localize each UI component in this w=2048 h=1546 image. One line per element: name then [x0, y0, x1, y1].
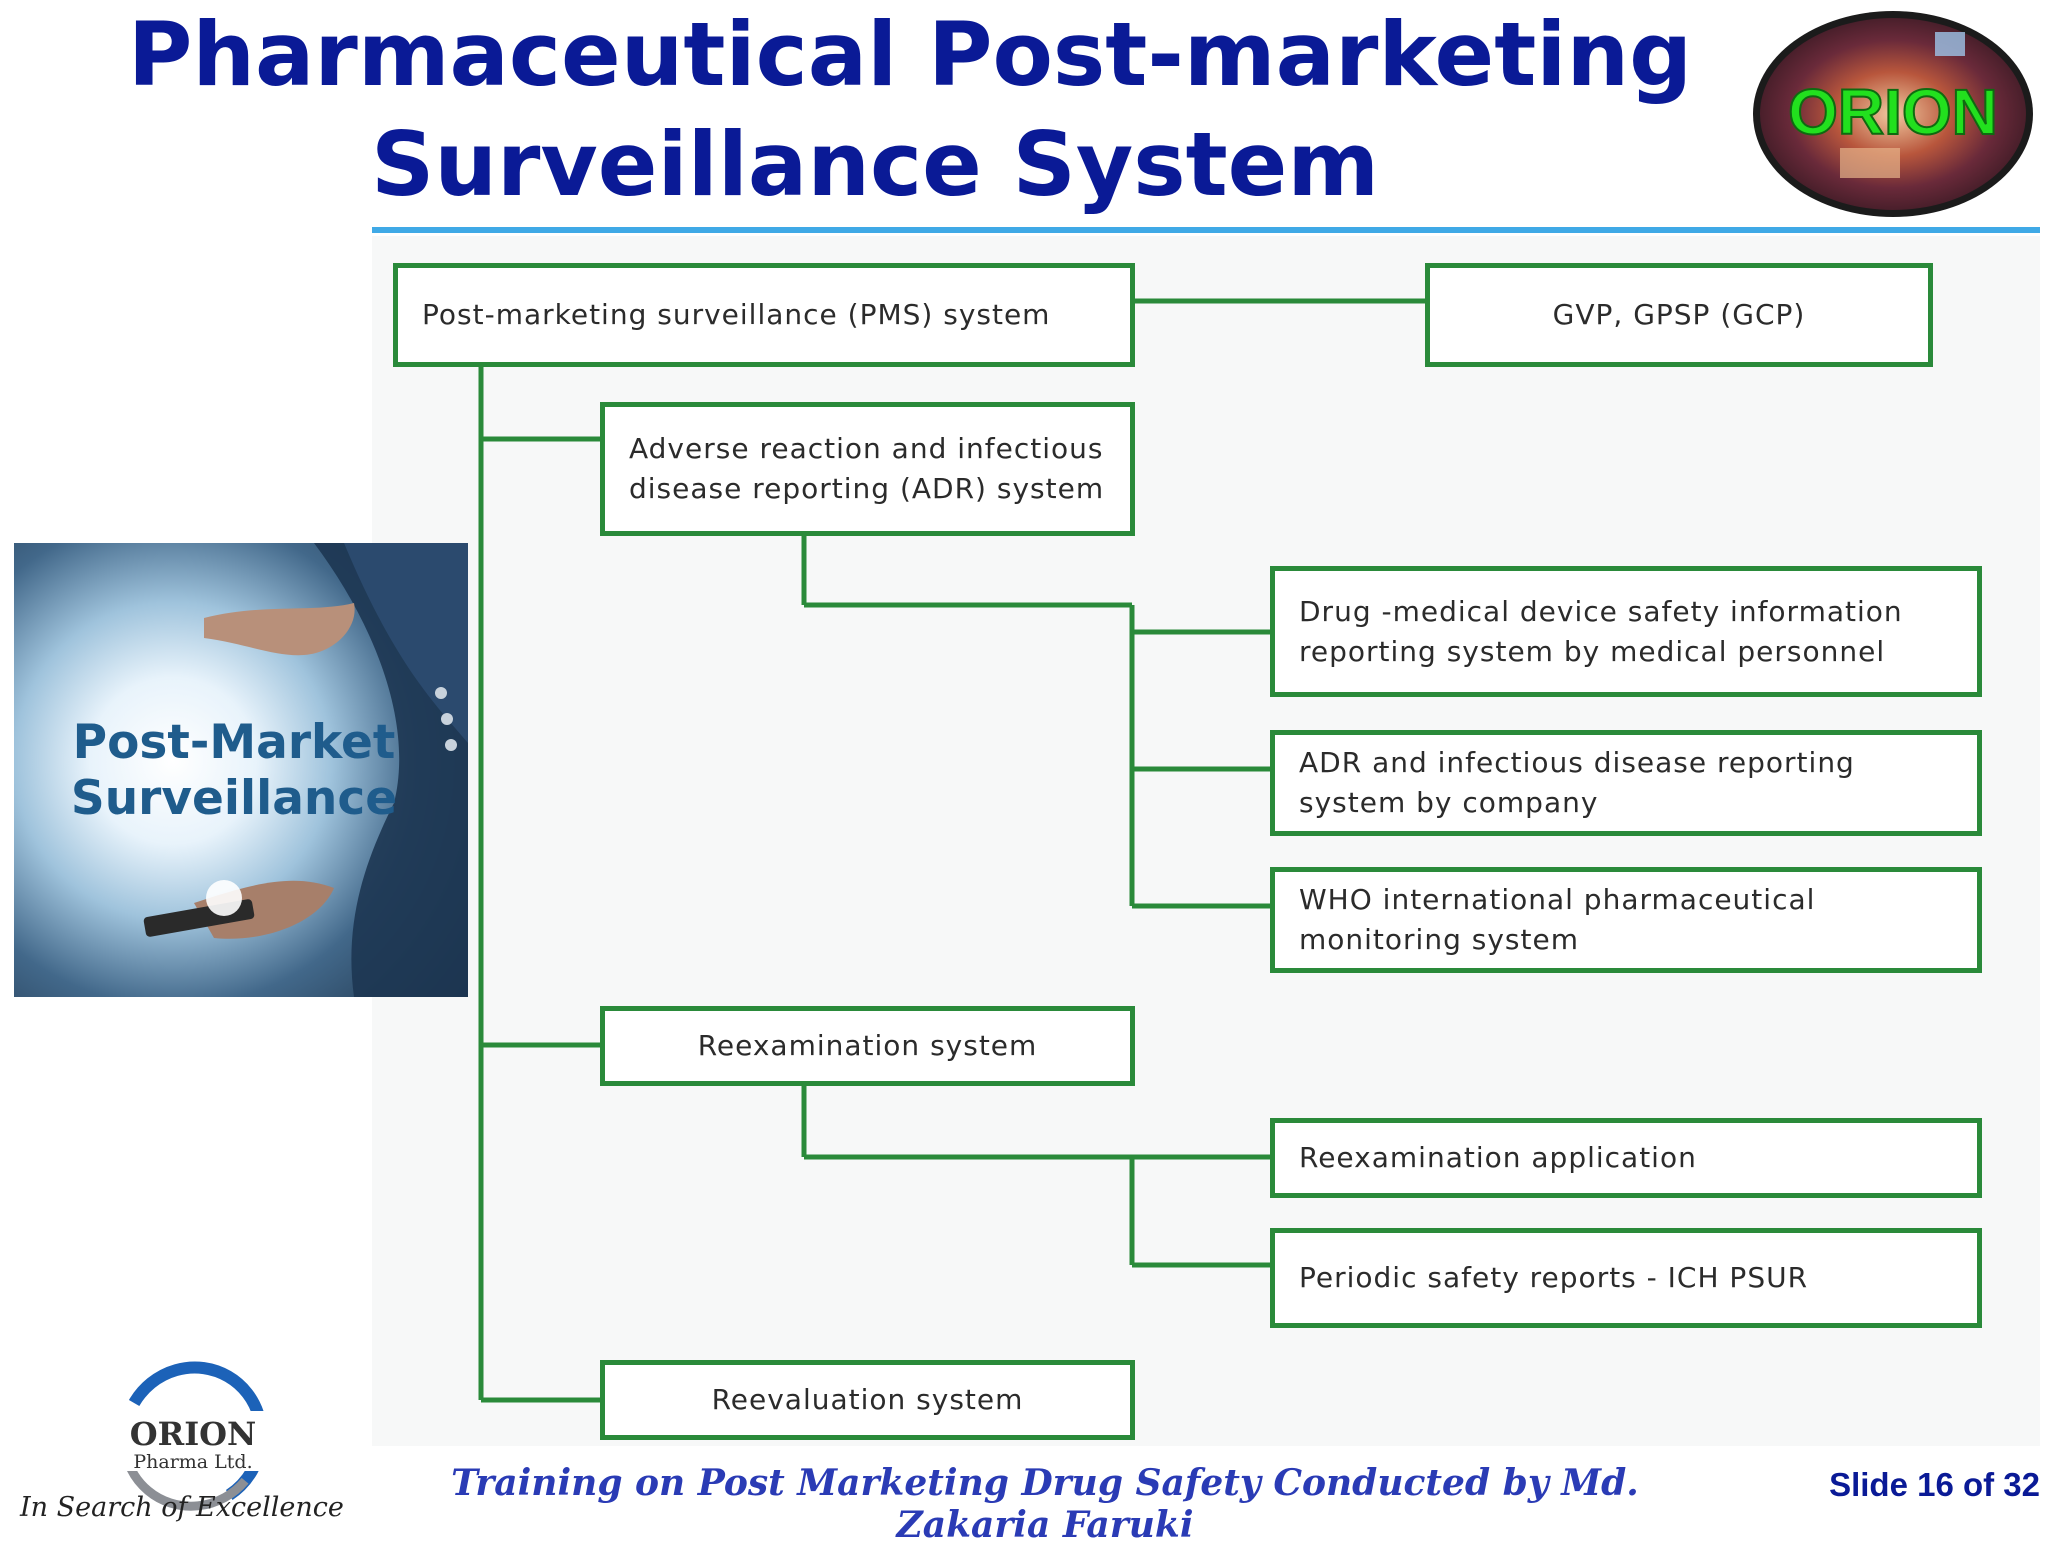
who-monitoring-label: WHO international pharmaceutical monitor… [1299, 883, 1816, 956]
reexamination-system-label: Reexamination system [697, 1029, 1038, 1062]
training-credit: Training on Post Marketing Drug Safety C… [451, 1462, 1639, 1546]
company-reporting-node: ADR and infectious disease reporting sys… [1270, 730, 1982, 836]
who-monitoring-node: WHO international pharmaceutical monitor… [1270, 867, 1982, 973]
gvp-gpsp-label: GVP, GPSP (GCP) [1552, 298, 1806, 331]
title-line-2: Surveillance System [370, 113, 1380, 216]
orion-logo-top: ORION [1753, 11, 2033, 217]
photo-caption-line-1: Post-Market [72, 715, 396, 770]
reevaluation-system-node: Reevaluation system [600, 1360, 1135, 1440]
pms-system-label: Post-marketing surveillance (PMS) system [422, 298, 1051, 331]
photo-caption-line-2: Surveillance [70, 771, 398, 826]
slide-title: Pharmaceutical Post-marketing Surveillan… [60, 0, 1760, 220]
footer-logo-name: ORION [130, 1415, 257, 1453]
logo-text: ORION [1788, 76, 1998, 148]
photo-caption: Post-Market Surveillance [14, 715, 454, 827]
slide-number: Slide 16 of 32 [1829, 1466, 2040, 1503]
reevaluation-system-label: Reevaluation system [711, 1383, 1024, 1416]
adr-system-node: Adverse reaction and infectious disease … [600, 402, 1135, 536]
reexamination-system-node: Reexamination system [600, 1006, 1135, 1086]
medical-personnel-reporting-label: Drug -medical device safety information … [1299, 594, 1903, 668]
periodic-safety-reports-label: Periodic safety reports - ICH PSUR [1299, 1261, 1809, 1294]
footer-tagline: In Search of Excellence [20, 1492, 344, 1523]
post-market-surveillance-image: Post-Market Surveillance [14, 543, 468, 997]
adr-system-label: Adverse reaction and infectious disease … [629, 432, 1105, 505]
company-reporting-label: ADR and infectious disease reporting sys… [1299, 746, 1855, 819]
title-divider [372, 227, 2040, 233]
footer-logo-sub: Pharma Ltd. [133, 1451, 252, 1473]
medical-personnel-reporting-node: Drug -medical device safety information … [1270, 566, 1982, 697]
orion-pharma-logo: ORION Pharma Ltd. [114, 1361, 272, 1513]
pms-system-node: Post-marketing surveillance (PMS) system [393, 263, 1135, 367]
title-line-1: Pharmaceutical Post-marketing [127, 3, 1693, 106]
periodic-safety-reports-node: Periodic safety reports - ICH PSUR [1270, 1228, 1982, 1328]
gvp-gpsp-node: GVP, GPSP (GCP) [1425, 263, 1933, 367]
reexamination-application-node: Reexamination application [1270, 1118, 1982, 1198]
reexamination-application-label: Reexamination application [1299, 1141, 1697, 1174]
